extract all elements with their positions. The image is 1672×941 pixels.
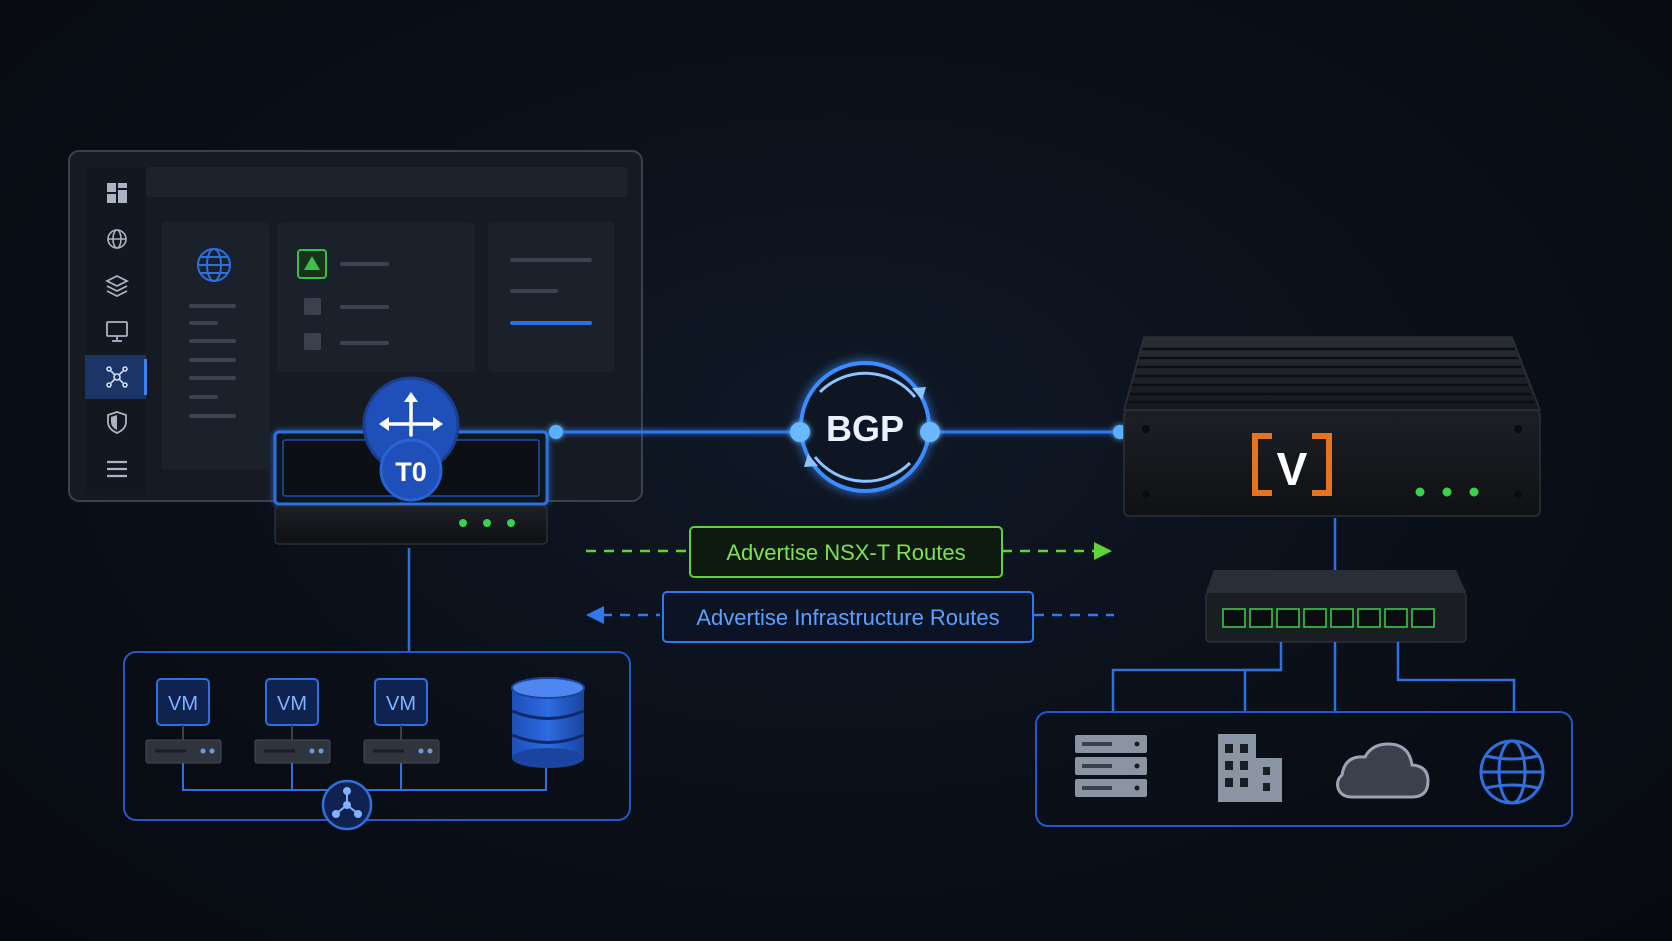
content-card-2 bbox=[277, 222, 475, 372]
database-icon[interactable] bbox=[511, 677, 585, 768]
building-icon[interactable] bbox=[1218, 734, 1282, 802]
content-card-3 bbox=[488, 222, 615, 372]
network-switch bbox=[1205, 570, 1467, 643]
vm-node[interactable]: VM bbox=[254, 678, 331, 764]
t0-router-badge[interactable]: T0 bbox=[362, 376, 460, 502]
checkbox-unchecked[interactable] bbox=[304, 333, 321, 350]
management-ui-panel bbox=[68, 150, 643, 502]
sidebar bbox=[85, 167, 146, 495]
status-led bbox=[459, 519, 467, 527]
cloud-icon[interactable] bbox=[1336, 742, 1430, 799]
physical-router-appliance: V bbox=[1123, 336, 1542, 517]
sidebar-active-item[interactable] bbox=[85, 355, 146, 399]
route-label: Advertise Infrastructure Routes bbox=[696, 605, 999, 630]
vm-node[interactable]: VM bbox=[363, 678, 440, 764]
protocol-label: BGP bbox=[826, 408, 904, 449]
advertise-nsx-routes: Advertise NSX-T Routes bbox=[586, 526, 1112, 578]
checkbox-unchecked[interactable] bbox=[304, 298, 321, 315]
dashboard-icon[interactable] bbox=[107, 183, 127, 203]
top-bar bbox=[146, 167, 627, 197]
globe-icon[interactable] bbox=[1479, 739, 1545, 805]
arrow-left-icon bbox=[586, 606, 604, 624]
content-card-1 bbox=[161, 222, 269, 470]
network-hub-icon[interactable] bbox=[321, 779, 373, 831]
menu-icon[interactable] bbox=[107, 460, 127, 478]
route-label: Advertise NSX-T Routes bbox=[726, 540, 965, 565]
link-endpoint bbox=[549, 425, 563, 439]
bgp-session-badge[interactable]: BGP bbox=[790, 361, 940, 493]
card-globe-icon bbox=[197, 248, 231, 282]
vm-node[interactable]: VM bbox=[145, 678, 222, 764]
monitor-icon[interactable] bbox=[106, 321, 128, 342]
move-arrows-icon bbox=[379, 392, 443, 437]
router-label: T0 bbox=[395, 457, 427, 487]
status-led bbox=[1442, 487, 1452, 497]
status-led bbox=[507, 519, 515, 527]
advertise-infrastructure-routes: Advertise Infrastructure Routes bbox=[586, 591, 1114, 643]
infrastructure-group bbox=[1035, 711, 1573, 827]
status-led bbox=[1469, 487, 1479, 497]
vendor-logo-letter: V bbox=[1277, 443, 1308, 495]
vm-label: VM bbox=[168, 693, 198, 715]
vm-label: VM bbox=[277, 693, 307, 715]
workload-group: VM VM VM bbox=[123, 651, 631, 831]
arrow-right-icon bbox=[1094, 542, 1112, 560]
vm-label: VM bbox=[386, 693, 416, 715]
server-rack-icon[interactable] bbox=[1075, 735, 1147, 797]
status-led bbox=[483, 519, 491, 527]
recycle-icon bbox=[304, 256, 320, 270]
globe-icon[interactable] bbox=[107, 229, 127, 249]
vendor-logo bbox=[1252, 433, 1332, 496]
network-icon[interactable] bbox=[106, 366, 128, 388]
layers-icon[interactable] bbox=[104, 274, 130, 298]
shield-icon[interactable] bbox=[107, 411, 127, 434]
status-led bbox=[1415, 487, 1425, 497]
